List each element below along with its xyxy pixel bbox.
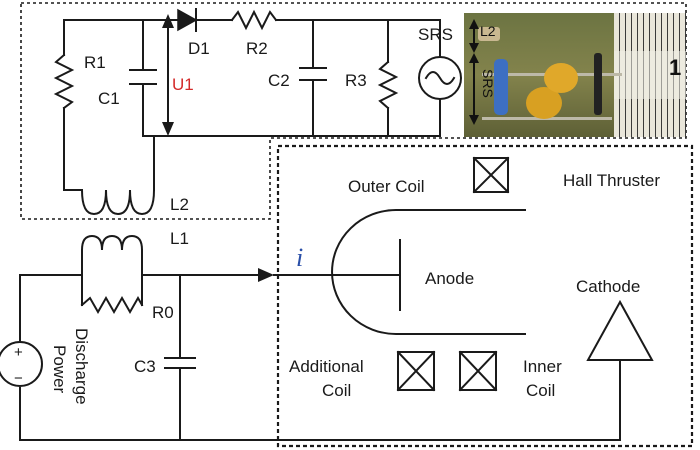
additional-coil-label-line1: Additional: [289, 357, 364, 376]
srs-label: SRS: [418, 25, 453, 44]
inner-coil-symbol: [458, 350, 498, 392]
additional-coil-label-line2: Coil: [322, 381, 351, 400]
u1-label: U1: [172, 75, 194, 94]
source-plus-label: +: [14, 344, 23, 361]
source-minus-label: −: [14, 370, 23, 387]
diode-component: [594, 53, 602, 115]
r1-label: R1: [84, 53, 106, 72]
resistor-component: [494, 59, 508, 115]
l1-label: L1: [170, 229, 189, 248]
inner-coil-label-line1: Inner: [523, 357, 562, 376]
current-label: i: [296, 243, 303, 272]
photo-annotations: [469, 19, 479, 125]
photo-l2-label: L2: [480, 23, 496, 39]
l2-label: L2: [170, 195, 189, 214]
r3-label: R3: [345, 71, 367, 90]
cathode-label: Cathode: [576, 277, 640, 296]
top-circuit-wires: [53, 8, 441, 216]
c2-label: C2: [268, 71, 290, 90]
circuit-board-photo: 1 L2 SRS: [464, 13, 686, 137]
additional-coil-symbol: [396, 350, 436, 392]
bottom-circuit-wires: [19, 234, 621, 441]
c1-label: C1: [98, 89, 120, 108]
r2-label: R2: [246, 39, 268, 58]
srs-source-symbol: [418, 56, 462, 100]
discharge-label: Discharge: [72, 328, 91, 405]
ruler-mark: 1: [669, 55, 682, 80]
outer-coil-label: Outer Coil: [348, 177, 425, 196]
anode-label: Anode: [425, 269, 474, 288]
photo-srs-label: SRS: [480, 69, 496, 98]
ruler-band: [614, 51, 686, 99]
inner-coil-label-line2: Coil: [526, 381, 555, 400]
outer-coil-symbol: [472, 156, 510, 194]
hall-thruster-boundary: [276, 144, 694, 448]
inductor-component: [478, 27, 500, 41]
power-source-symbol: [0, 341, 43, 387]
c3-label: C3: [134, 357, 156, 376]
d1-label: D1: [188, 39, 210, 58]
cathode-symbol: [586, 299, 654, 361]
capacitor-component: [544, 63, 578, 93]
r0-label: R0: [152, 303, 174, 322]
power-label: Power: [50, 345, 69, 394]
anode-symbol: [331, 209, 526, 335]
hall-thruster-label: Hall Thruster: [563, 171, 660, 190]
